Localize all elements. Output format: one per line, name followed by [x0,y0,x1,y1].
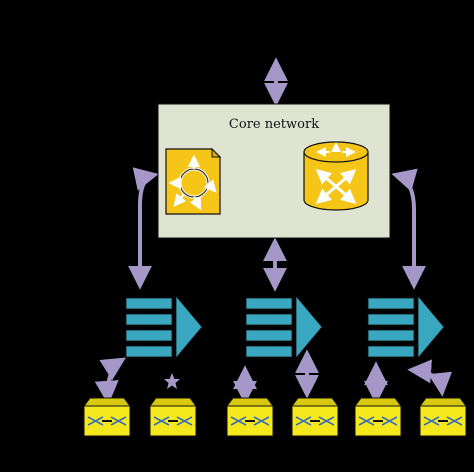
aggregation-bar [125,297,173,310]
access-layer [83,397,467,437]
aggregation-bar [245,345,293,358]
aggregation-bar [367,329,415,342]
star-marker-icon [164,373,180,389]
access-device-top [226,397,274,407]
aggregation-arrow [417,294,445,360]
access-1-link [94,357,127,405]
access-device-top [419,397,467,407]
aggregation-bar [367,313,415,326]
access-cross-arrows-icon [153,416,193,426]
switch-icon [165,147,222,215]
access-device-3 [226,397,274,437]
access-device-top [83,397,131,407]
core-network: Core network [157,103,391,239]
aggregation-bar [245,313,293,326]
access-cross-arrows-icon [295,416,335,426]
core-to-left-aggregation-link [128,167,159,290]
aggregation-switch-middle [245,294,323,360]
access-6-link [407,359,453,397]
access-cross-arrows-icon [358,416,398,426]
access-cross-arrows-icon [423,416,463,426]
core-to-right-aggregation-link [391,168,426,290]
aggregation-bar [367,297,415,310]
aggregation-bar [367,345,415,358]
router-icon [303,141,369,211]
access-device-1 [83,397,131,437]
access-device-5 [354,397,402,437]
aggregation-arrow [295,294,323,360]
aggregation-switch-right [367,294,445,360]
aggregation-arrow [175,294,203,360]
aggregation-bar [245,297,293,310]
aggregation-bar [245,329,293,342]
aggregation-switch-left [125,294,203,360]
access-device-top [291,397,339,407]
access-cross-arrows-icon [230,416,270,426]
access-device-6 [419,397,467,437]
access-device-4 [291,397,339,437]
core-network-title: Core network [229,117,319,132]
aggregation-layer [125,294,445,360]
aggregation-bar [125,345,173,358]
access-device-top [354,397,402,407]
access-cross-arrows-icon [87,416,127,426]
connector-lines [94,57,453,405]
access-device-2 [149,397,197,437]
aggregation-bar [125,329,173,342]
aggregation-bar [125,313,173,326]
access-device-top [149,397,197,407]
